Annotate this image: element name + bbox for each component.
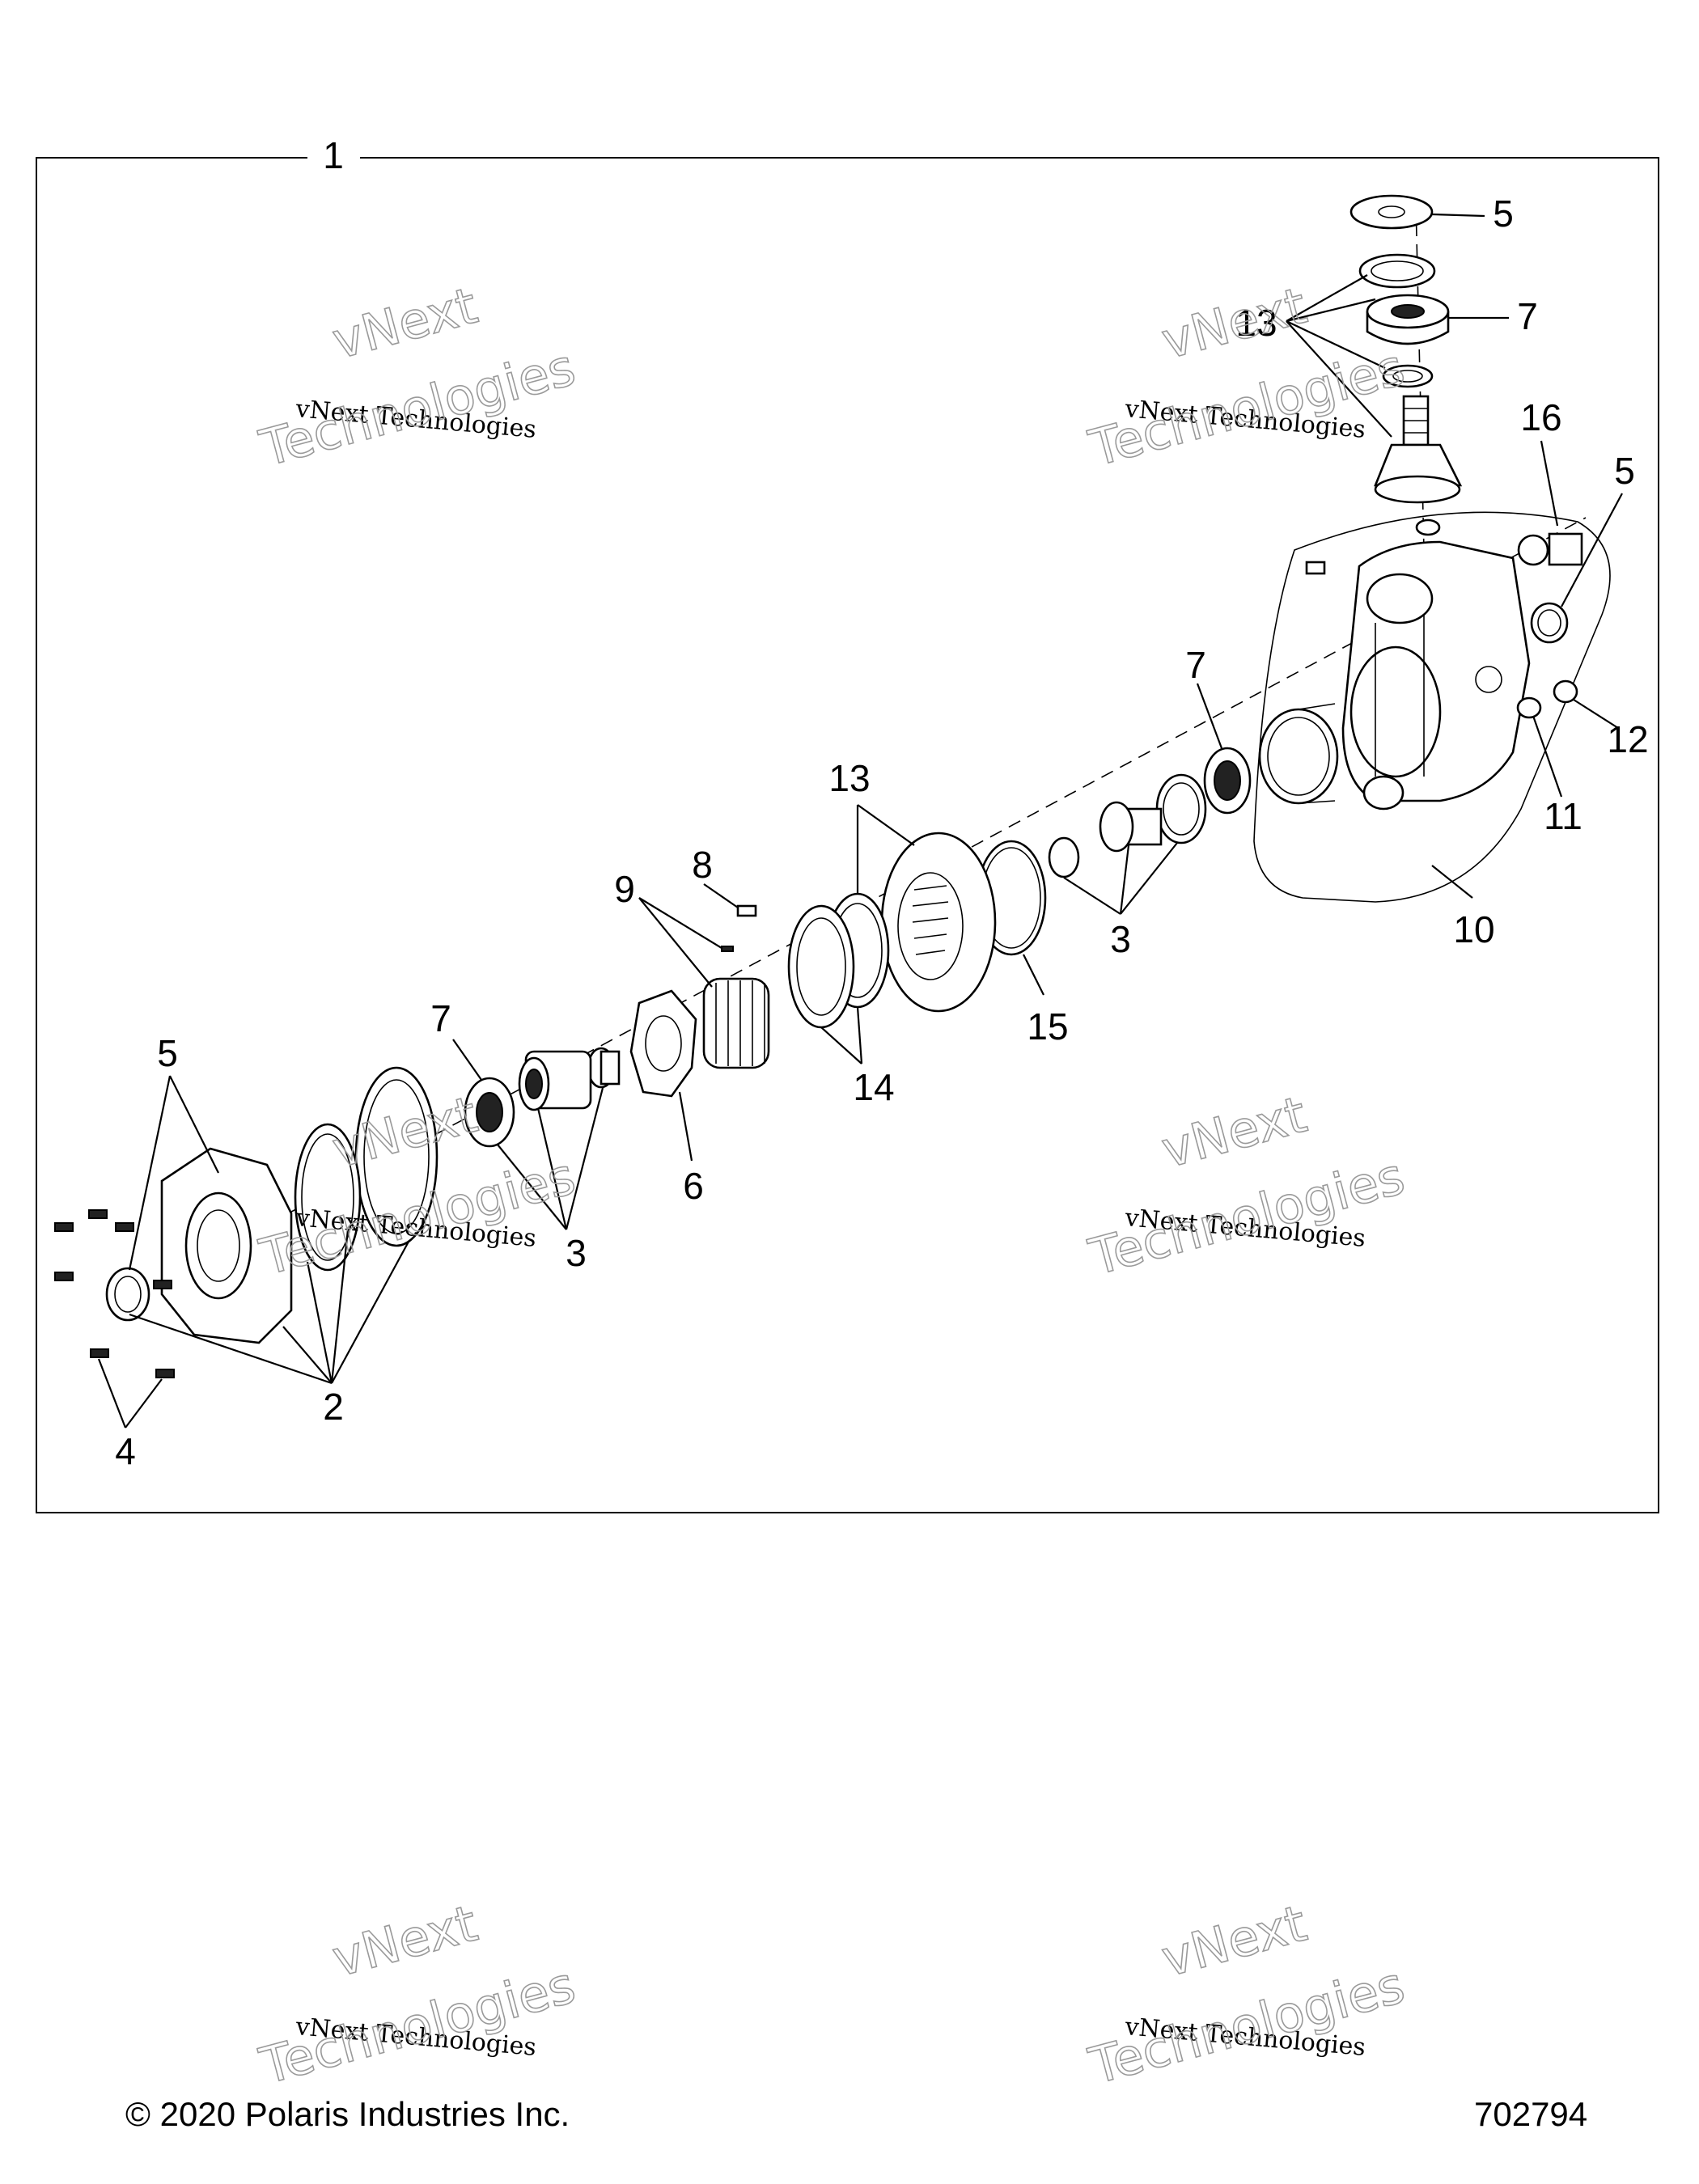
watermark-1: vNext Technologies vNext Technologies (253, 275, 582, 479)
part-plate-6 (629, 989, 697, 1098)
part-seal-left (105, 1267, 150, 1322)
part-plug-11 (1516, 696, 1542, 719)
watermark-4: vNext Technologies vNext Technologies (1083, 1084, 1411, 1288)
watermark-2: vNext Technologies vNext Technologies (1083, 275, 1411, 479)
callout-1: 1 (323, 134, 344, 176)
part-bushing-16 (1517, 532, 1583, 566)
callout-13-top: 13 (1235, 302, 1277, 344)
watermark-6: vNext Technologies vNext Technologies (1083, 1893, 1411, 2097)
part-snap-ring-top (1358, 253, 1436, 289)
callout-5-top: 5 (1493, 193, 1514, 235)
callout-16: 16 (1520, 396, 1561, 438)
part-bearing-right (1203, 747, 1252, 815)
watermark-5: vNext Technologies vNext Technologies (253, 1893, 582, 2097)
svg-text:Technologies: Technologies (1083, 1955, 1411, 2096)
part-pinion-gear (1374, 395, 1463, 504)
svg-text:Technologies: Technologies (1083, 1146, 1411, 1287)
callout-2: 2 (323, 1386, 344, 1428)
part-cover (160, 1147, 293, 1344)
part-ring-seal (1258, 703, 1339, 805)
assembly-frame (36, 157, 1659, 1513)
svg-text:vNext: vNext (1155, 1894, 1312, 1988)
callout-labels: 1 2 3 3 3 4 5 5 5 6 7 7 7 8 9 10 11 12 1… (115, 134, 1648, 1472)
callout-4: 4 (115, 1430, 136, 1472)
callout-10: 10 (1453, 908, 1494, 950)
copyright-notice: © 2020 Polaris Industries Inc. (125, 2095, 570, 2133)
part-shim-right-1 (1155, 773, 1207, 844)
callout-12: 12 (1607, 718, 1648, 760)
callout-14: 14 (853, 1066, 894, 1108)
part-gasket-small (294, 1123, 362, 1272)
callout-8: 8 (692, 844, 713, 886)
part-vent-fitting (1305, 561, 1326, 575)
part-gasket-large (354, 1066, 439, 1247)
svg-text:Technologies: Technologies (1083, 337, 1411, 478)
callout-15: 15 (1027, 1005, 1068, 1048)
figure-number: 702794 (1474, 2095, 1588, 2133)
part-cone-right (1099, 801, 1163, 853)
part-ring-gear (880, 832, 997, 1013)
callout-7-top: 7 (1517, 295, 1538, 337)
part-seal-right (1530, 602, 1569, 644)
part-roller-cage (702, 946, 770, 1069)
callout-6: 6 (683, 1165, 704, 1207)
part-bearing-top (1366, 294, 1450, 345)
part-collar-middle (587, 1047, 621, 1089)
part-bearing-cone-middle (518, 1050, 592, 1111)
callout-3-left: 3 (566, 1232, 587, 1274)
callout-5-right: 5 (1614, 450, 1635, 492)
part-plug-12 (1553, 679, 1578, 704)
callout-3-right: 3 (1110, 918, 1131, 960)
callout-5-left: 5 (157, 1032, 178, 1074)
part-clutch-plate-2 (787, 904, 855, 1029)
callout-7-right: 7 (1185, 644, 1206, 686)
svg-text:vNext: vNext (1155, 1085, 1312, 1179)
svg-text:vNext: vNext (1155, 276, 1312, 370)
callout-11: 11 (1544, 795, 1582, 837)
callout-7-left: 7 (430, 997, 451, 1039)
svg-text:Technologies: Technologies (254, 1955, 582, 2096)
part-housing (1253, 511, 1611, 903)
part-small-bushing (1415, 518, 1441, 536)
leader-lines (97, 213, 1623, 1428)
part-bolts (54, 1209, 175, 1378)
part-cup-right (1048, 836, 1080, 878)
svg-text:vNext: vNext (326, 1894, 483, 1988)
part-bearing-left (464, 1077, 515, 1148)
svg-text:vNext: vNext (326, 276, 483, 370)
part-shim-top (1382, 364, 1434, 388)
part-pin-8 (736, 904, 757, 917)
svg-text:Technologies: Technologies (254, 337, 582, 478)
callout-9: 9 (614, 868, 635, 910)
part-seal-top (1349, 194, 1434, 230)
callout-13-mid: 13 (828, 757, 870, 799)
